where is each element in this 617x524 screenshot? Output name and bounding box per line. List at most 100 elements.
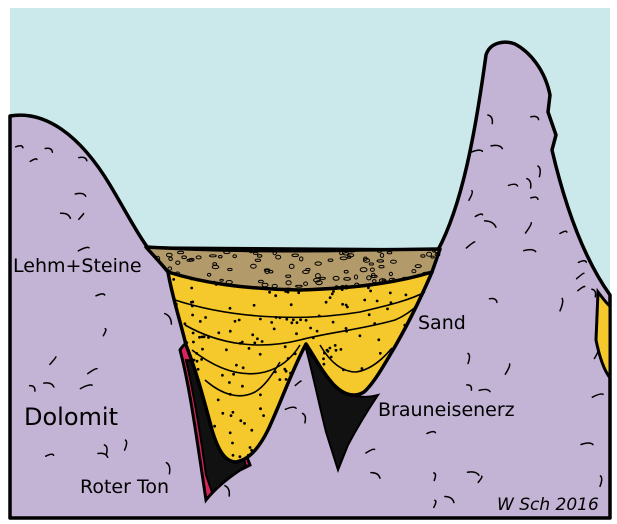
sand-grain (376, 300, 379, 303)
sand-grain (209, 420, 212, 423)
sand-grain (342, 368, 345, 371)
sand-grain (229, 307, 232, 310)
sand-grain (323, 363, 326, 366)
sand-grain (295, 332, 298, 335)
sand-grain (299, 318, 302, 321)
sand-grain (259, 353, 262, 356)
sand-grain (418, 274, 421, 277)
sand-grain (332, 290, 335, 293)
sand-grain (232, 411, 235, 414)
sand-grain (389, 292, 392, 295)
sand-grain (242, 366, 245, 369)
sand-grain (292, 318, 295, 321)
sand-grain (175, 303, 178, 306)
sand-grain (251, 333, 254, 336)
sand-grain (290, 321, 293, 324)
sand-grain (296, 321, 299, 324)
sand-grain (275, 316, 278, 319)
label-dolomit: Dolomit (24, 405, 118, 429)
label-roter-ton: Roter Ton (80, 478, 169, 497)
sand-grain (279, 316, 282, 319)
sand-grain (329, 296, 332, 299)
sand-grain (332, 321, 335, 324)
sand-grain (231, 442, 234, 445)
sand-grain (207, 336, 210, 339)
sand-grain (203, 335, 206, 338)
sand-grain (239, 419, 242, 422)
sand-grain (335, 349, 338, 352)
sand-grain (346, 306, 349, 309)
sand-grain (390, 301, 393, 304)
sand-grain (199, 320, 202, 323)
sand-grain (250, 429, 253, 432)
sand-grain (379, 352, 382, 355)
sand-grain (330, 356, 333, 359)
sand-grain (322, 357, 325, 360)
sand-grain (241, 341, 244, 344)
sand-grain (213, 425, 216, 428)
sand-grain (331, 293, 334, 296)
label-sand: Sand (418, 314, 466, 333)
sand-grain (184, 322, 187, 325)
sand-grain (249, 446, 252, 449)
sand-grain (228, 381, 231, 384)
sand-grain (261, 340, 264, 343)
sand-grain (268, 291, 271, 294)
sand-grain (325, 301, 328, 304)
sand-grain (191, 314, 194, 317)
sand-grain (215, 283, 218, 286)
sand-grain (256, 337, 259, 340)
sand-grain (341, 303, 344, 306)
sand-grain (305, 319, 308, 322)
sand-grain (312, 336, 315, 339)
sand-grain (309, 327, 312, 330)
sand-grain (287, 291, 290, 294)
sand-grain (329, 347, 332, 350)
sand-grain (197, 368, 200, 371)
sand-grain (235, 364, 238, 367)
sand-grain (201, 348, 204, 351)
sand-grain (274, 371, 277, 374)
sand-grain (229, 393, 232, 396)
sand-grain (318, 315, 321, 318)
sand-grain (361, 367, 364, 370)
sand-grain (232, 373, 235, 376)
sand-grain (190, 301, 193, 304)
sand-grain (274, 294, 277, 297)
sand-grain (191, 305, 194, 308)
sand-grain (285, 378, 288, 381)
label-brauneisenerz: Brauneisenerz (378, 401, 515, 420)
sand-grain (253, 304, 256, 307)
sand-grain (341, 288, 344, 291)
sand-grain (213, 281, 216, 284)
sand-grain (368, 313, 371, 316)
sand-grain (234, 320, 237, 323)
sand-grain (221, 412, 224, 415)
sand-grain (217, 399, 220, 402)
sand-grain (192, 341, 195, 344)
sand-grain (373, 322, 376, 325)
sand-grain (232, 454, 235, 457)
sand-grain (225, 348, 228, 351)
sand-grain (250, 449, 253, 452)
sand-grain (326, 349, 329, 352)
sand-grain (297, 291, 300, 294)
sand-grain (172, 278, 175, 281)
signature: W Sch 2016 (497, 497, 599, 514)
sand-grain (190, 278, 193, 281)
sand-grain (283, 368, 286, 371)
sand-grain (316, 330, 319, 333)
sand-grain (241, 385, 244, 388)
sand-grain (290, 303, 293, 306)
sand-grain (253, 342, 256, 345)
sand-grain (230, 414, 233, 417)
sand-grain (217, 331, 220, 334)
sand-grain (193, 359, 196, 362)
sand-grain (278, 378, 281, 381)
sand-grain (198, 336, 201, 339)
sand-grain (334, 344, 337, 347)
sand-grain (345, 327, 348, 330)
sand-grain (221, 374, 224, 377)
sand-grain (204, 316, 207, 319)
sand-grain (238, 319, 241, 322)
